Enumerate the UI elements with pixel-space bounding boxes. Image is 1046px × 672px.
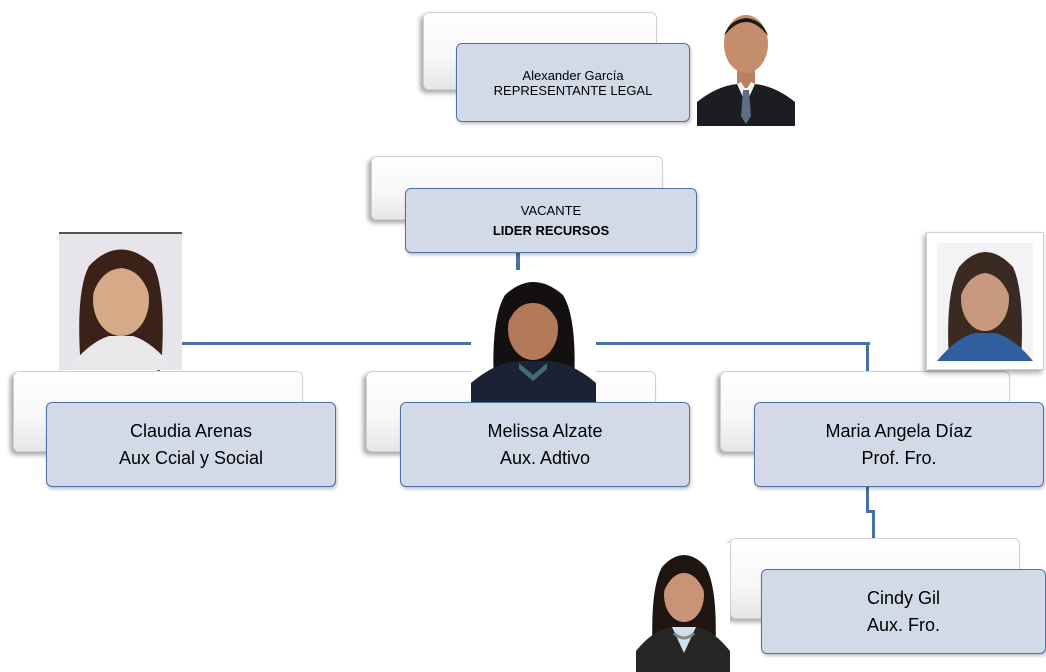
node-melissa-card[interactable]: Melissa Alzate Aux. Adtivo xyxy=(400,402,690,487)
node-claudia-name: Claudia Arenas xyxy=(129,420,253,441)
node-melissa-name: Melissa Alzate xyxy=(487,420,603,441)
photo-alexander xyxy=(697,6,795,126)
node-lider-role: LIDER RECURSOS xyxy=(492,222,610,238)
connector-horizontal-left xyxy=(182,342,472,345)
node-cindy-name: Cindy Gil xyxy=(866,587,941,608)
connector-horizontal-right xyxy=(596,342,870,345)
node-claudia-role: Aux Ccial y Social xyxy=(118,447,264,468)
connector-maria-cindy-2 xyxy=(866,510,875,513)
node-maria-name: Maria Angela Díaz xyxy=(825,420,973,441)
node-top-role: REPRESENTANTE LEGAL xyxy=(493,82,653,98)
node-melissa-role: Aux. Adtivo xyxy=(499,447,591,468)
node-cindy-role: Aux. Fro. xyxy=(866,614,941,635)
node-lider-card[interactable]: VACANTE LIDER RECURSOS xyxy=(405,188,697,253)
node-cindy-card[interactable]: Cindy Gil Aux. Fro. xyxy=(761,569,1046,654)
node-top-card[interactable]: Alexander García REPRESENTANTE LEGAL xyxy=(456,43,690,122)
photo-cindy xyxy=(636,543,730,672)
photo-maria xyxy=(926,232,1044,370)
connector-maria-cindy-3 xyxy=(872,510,875,538)
node-maria-role: Prof. Fro. xyxy=(861,447,937,468)
connector-maria-cindy-1 xyxy=(866,486,869,512)
node-top-name: Alexander García xyxy=(522,67,624,83)
photo-claudia xyxy=(59,232,182,370)
node-lider-name: VACANTE xyxy=(520,202,582,218)
node-claudia-card[interactable]: Claudia Arenas Aux Ccial y Social xyxy=(46,402,336,487)
node-maria-card[interactable]: Maria Angela Díaz Prof. Fro. xyxy=(754,402,1044,487)
photo-melissa xyxy=(471,271,596,402)
connector-lider-down xyxy=(516,252,520,270)
